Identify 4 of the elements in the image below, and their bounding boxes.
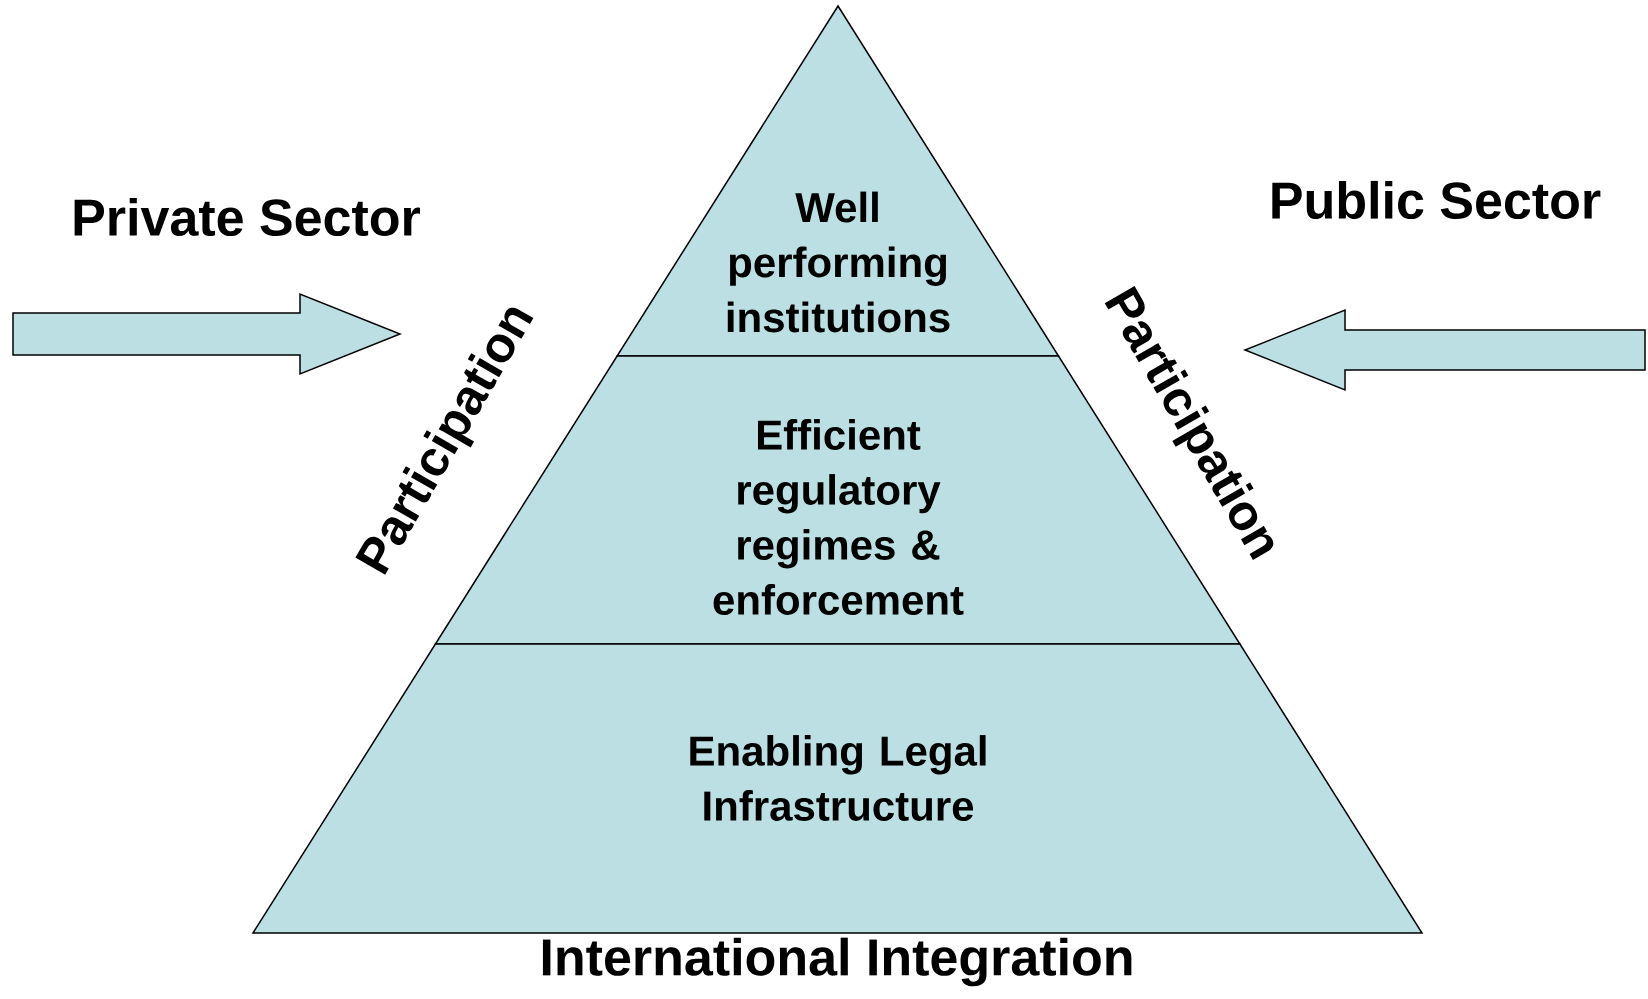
block-arrow <box>1243 308 1646 392</box>
heading: Private Sector <box>74 197 420 237</box>
block-arrow <box>12 292 403 376</box>
heading: Public Sector <box>1272 180 1601 220</box>
